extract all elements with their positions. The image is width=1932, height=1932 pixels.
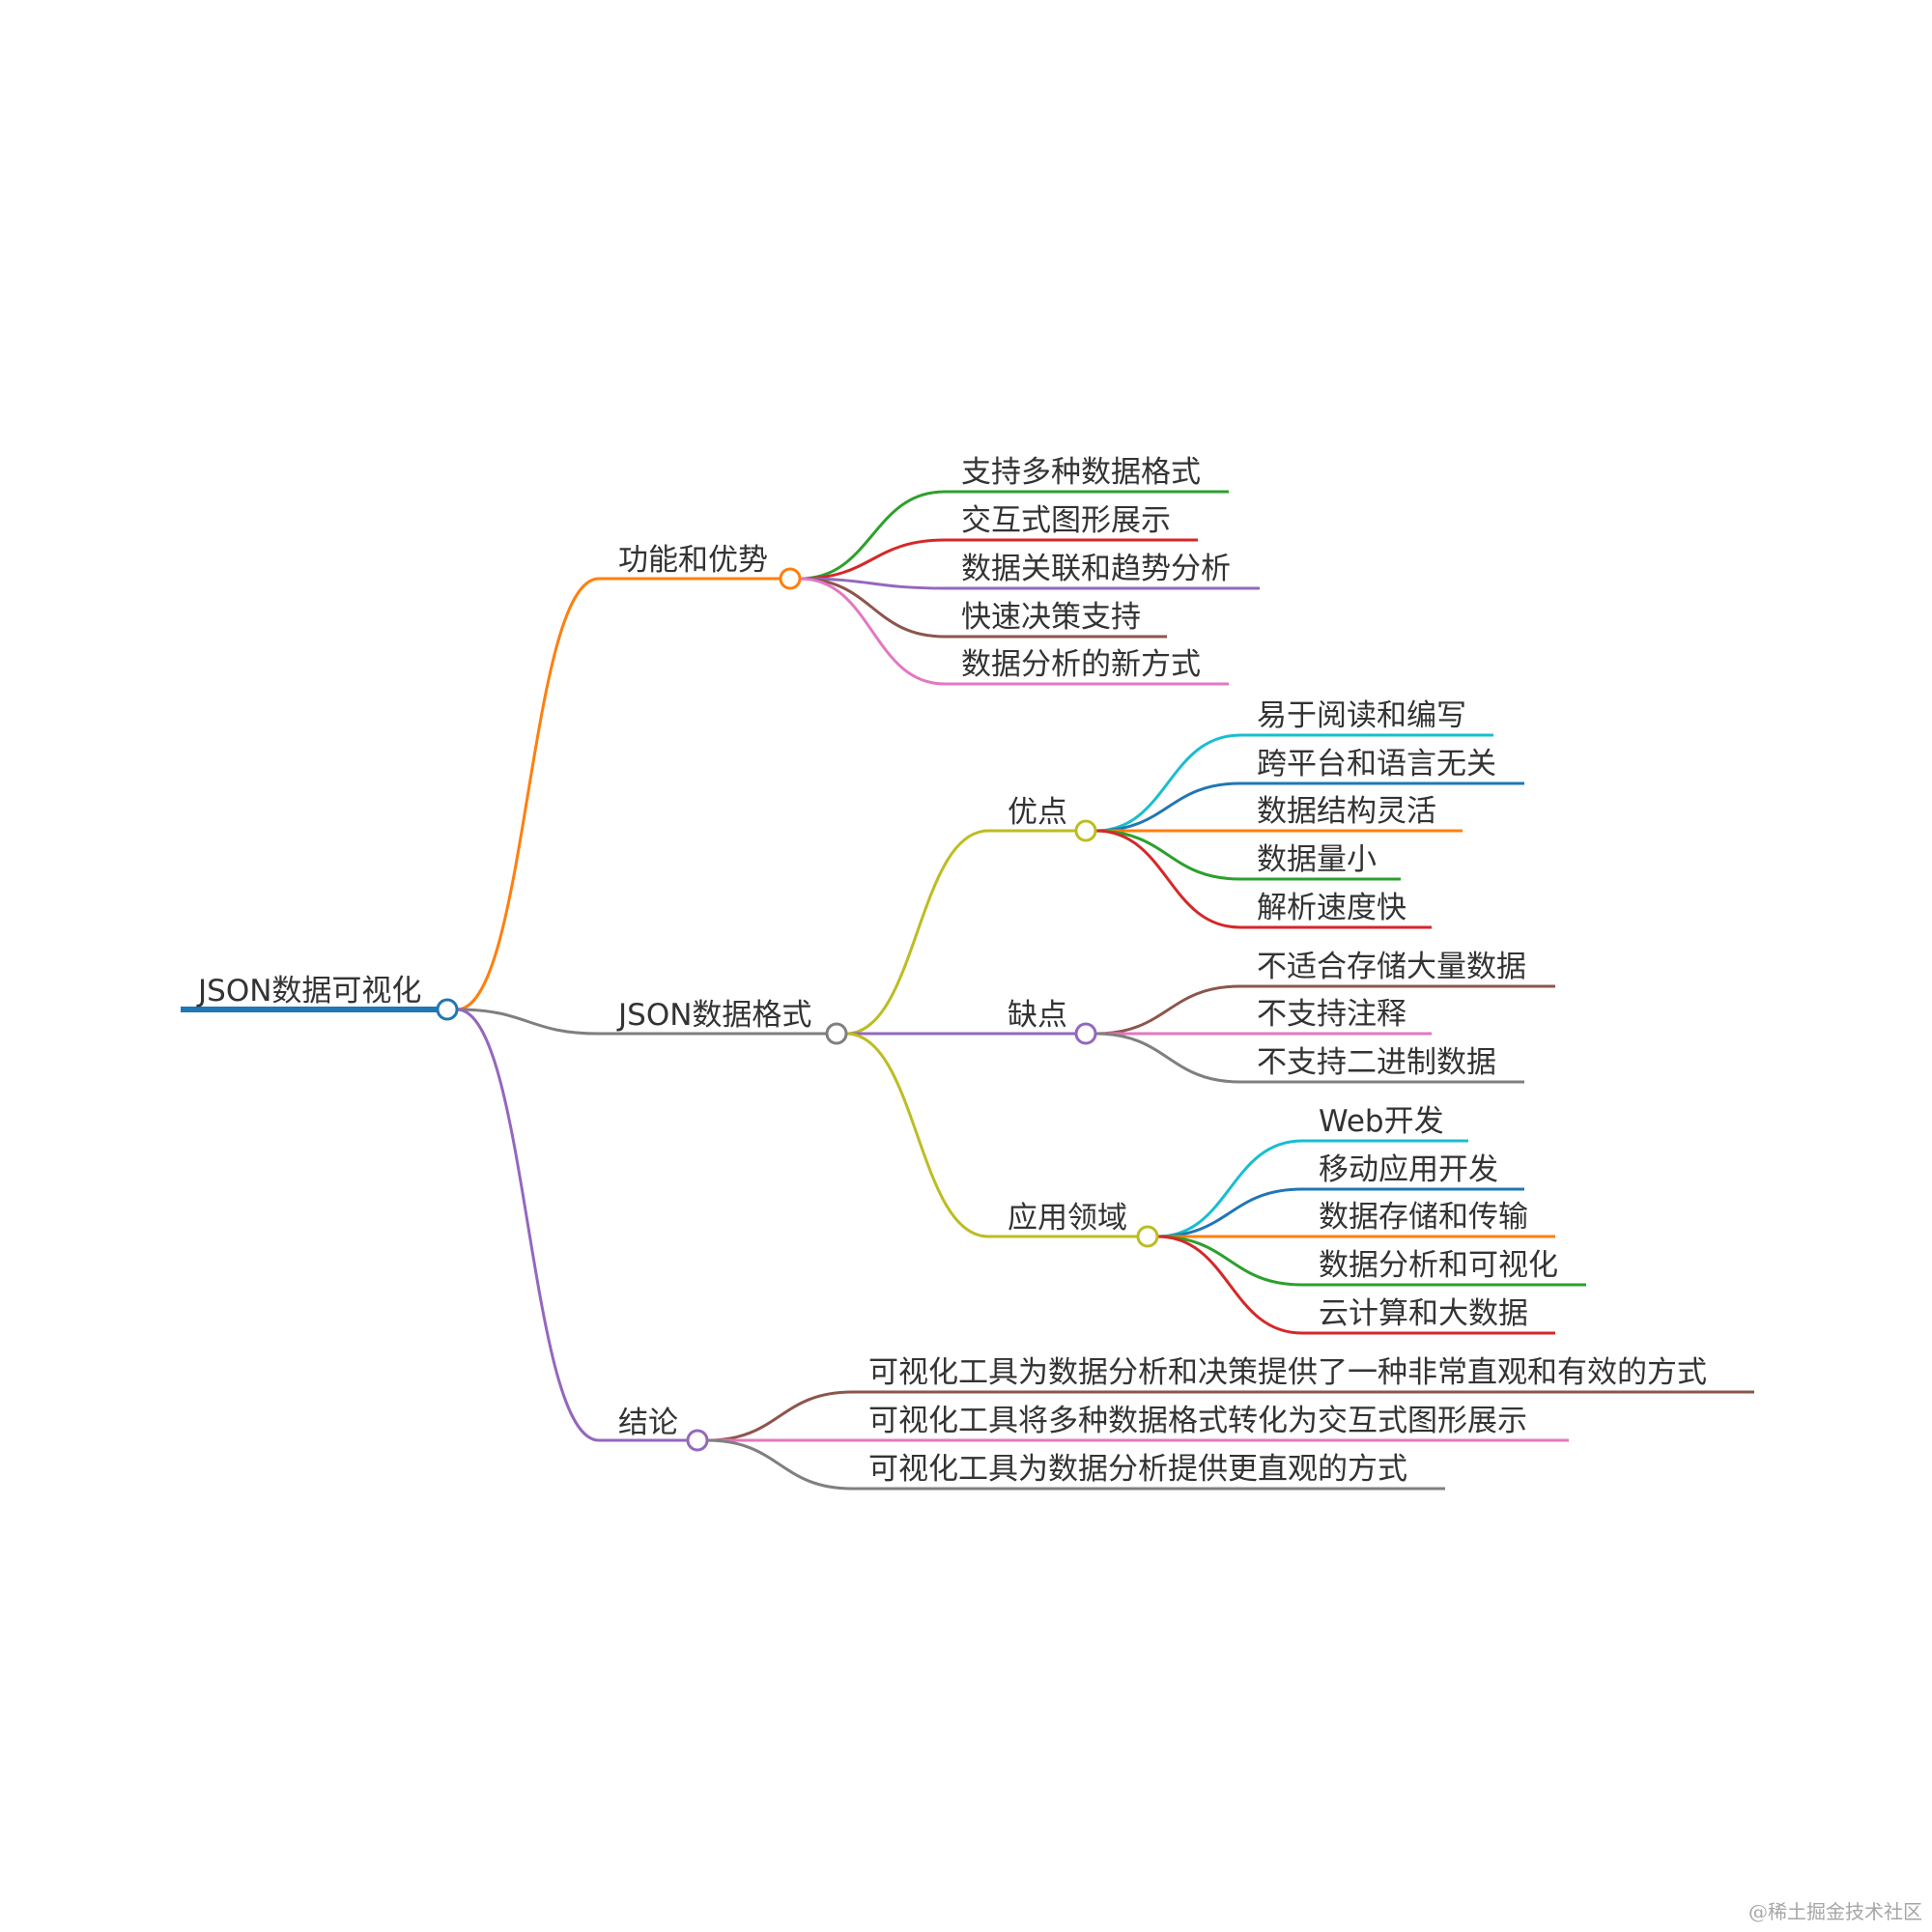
edge-sub-1-0-to-leaf-4 [1094, 829, 1242, 929]
edge-branch-0-to-leaf-0 [798, 490, 947, 581]
edge-branch-0-to-leaf-2 [798, 577, 947, 590]
leaf-0-0-label: 支持多种数据格式 [961, 455, 1201, 490]
leaf-0-4-label: 数据分析的新方式 [961, 647, 1201, 682]
edge-root-to-branch-0 [455, 577, 601, 1011]
leaf-1-2-4-label: 云计算和大数据 [1319, 1296, 1528, 1331]
leaf-0-1-label: 交互式图形展示 [961, 503, 1171, 538]
edge-sub-1-0-to-leaf-3 [1094, 829, 1242, 881]
branch-0-label: 功能和优势 [618, 543, 768, 578]
leaf-2-1-label: 可视化工具将多种数据格式转化为交互式图形展示 [868, 1404, 1527, 1438]
branch-1-toggle[interactable] [825, 1022, 848, 1045]
branch-0-toggle[interactable] [779, 567, 802, 590]
edge-branch-1-to-sub-2 [844, 1032, 990, 1238]
root-node-toggle[interactable] [436, 998, 459, 1021]
sub-1-2-label: 应用领域 [1008, 1201, 1127, 1236]
sub-1-1-toggle[interactable] [1074, 1022, 1097, 1045]
sub-1-0-label: 优点 [1008, 795, 1067, 830]
edge-sub-1-2-to-leaf-1 [1155, 1187, 1304, 1238]
sub-1-2-toggle[interactable] [1136, 1225, 1159, 1248]
edge-branch-0-to-leaf-1 [798, 538, 947, 581]
branch-2-toggle[interactable] [686, 1429, 709, 1452]
leaf-1-0-1-label: 跨平台和语言无关 [1257, 747, 1496, 781]
leaf-1-0-0-label: 易于阅读和编写 [1257, 698, 1466, 733]
branch-2-label: 结论 [618, 1406, 678, 1440]
leaf-0-2-label: 数据关联和趋势分析 [961, 552, 1231, 586]
edge-sub-1-1-to-leaf-0 [1094, 984, 1242, 1036]
edge-branch-1-to-sub-0 [844, 829, 990, 1036]
edge-sub-1-2-to-leaf-0 [1155, 1139, 1304, 1238]
edge-branch-2-to-leaf-2 [705, 1438, 854, 1491]
leaf-1-2-2-label: 数据存储和传输 [1319, 1200, 1528, 1235]
leaf-2-2-label: 可视化工具为数据分析提供更直观的方式 [868, 1452, 1407, 1487]
edge-root-to-branch-2 [455, 1008, 601, 1442]
leaf-1-1-0-label: 不适合存储大量数据 [1257, 950, 1526, 984]
edge-sub-1-0-to-leaf-0 [1094, 733, 1242, 833]
edge-sub-1-1-to-leaf-2 [1094, 1032, 1242, 1084]
edge-branch-0-to-leaf-3 [798, 577, 947, 639]
sub-1-0-toggle[interactable] [1074, 819, 1097, 842]
leaf-1-2-1-label: 移动应用开发 [1319, 1152, 1498, 1187]
leaf-0-3-label: 快速决策支持 [961, 600, 1141, 635]
leaf-1-2-3-label: 数据分析和可视化 [1319, 1248, 1558, 1283]
leaf-2-0-label: 可视化工具为数据分析和决策提供了一种非常直观和有效的方式 [868, 1355, 1707, 1390]
edge-sub-1-0-to-leaf-1 [1094, 781, 1242, 833]
watermark: @稀土掘金技术社区 [1748, 1900, 1922, 1923]
edge-sub-1-2-to-leaf-3 [1155, 1235, 1304, 1287]
edge-sub-1-2-to-leaf-4 [1155, 1235, 1304, 1335]
sub-1-1-label: 缺点 [1008, 998, 1067, 1033]
leaf-1-1-2-label: 不支持二进制数据 [1257, 1045, 1496, 1080]
leaf-1-2-0-label: Web开发 [1319, 1104, 1444, 1139]
edge-branch-0-to-leaf-4 [798, 577, 947, 686]
leaf-1-0-2-label: 数据结构灵活 [1257, 794, 1436, 829]
leaf-1-0-3-label: 数据量小 [1257, 842, 1377, 877]
root-node-label: JSON数据可视化 [196, 974, 421, 1009]
edge-root-to-branch-1 [455, 1008, 601, 1036]
edge-branch-2-to-leaf-0 [705, 1390, 854, 1442]
branch-1-label: JSON数据格式 [616, 998, 811, 1033]
leaf-1-1-1-label: 不支持注释 [1257, 997, 1406, 1032]
leaf-1-0-4-label: 解析速度快 [1257, 891, 1406, 925]
